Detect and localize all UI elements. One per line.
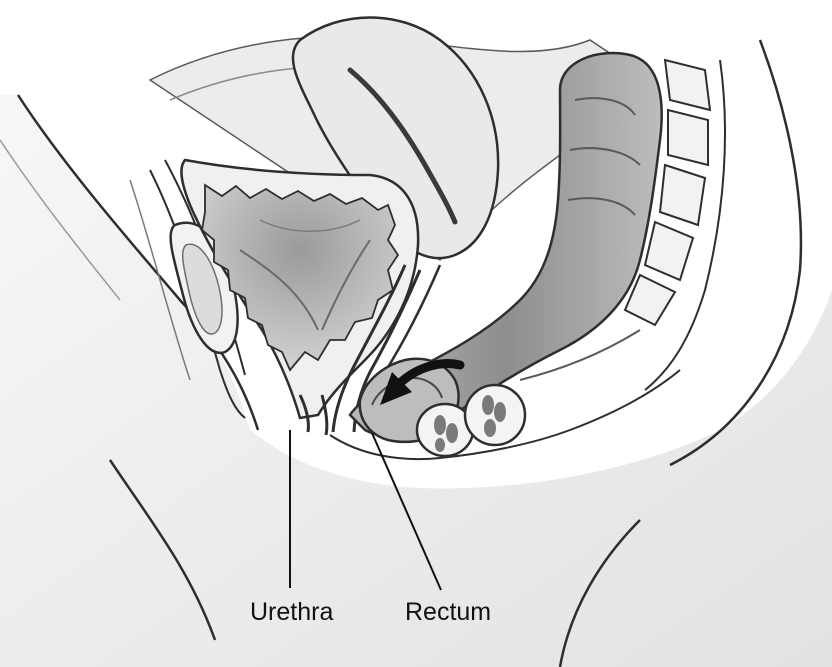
- rectum-label: Rectum: [405, 598, 491, 627]
- urethra-label: Urethra: [250, 598, 333, 627]
